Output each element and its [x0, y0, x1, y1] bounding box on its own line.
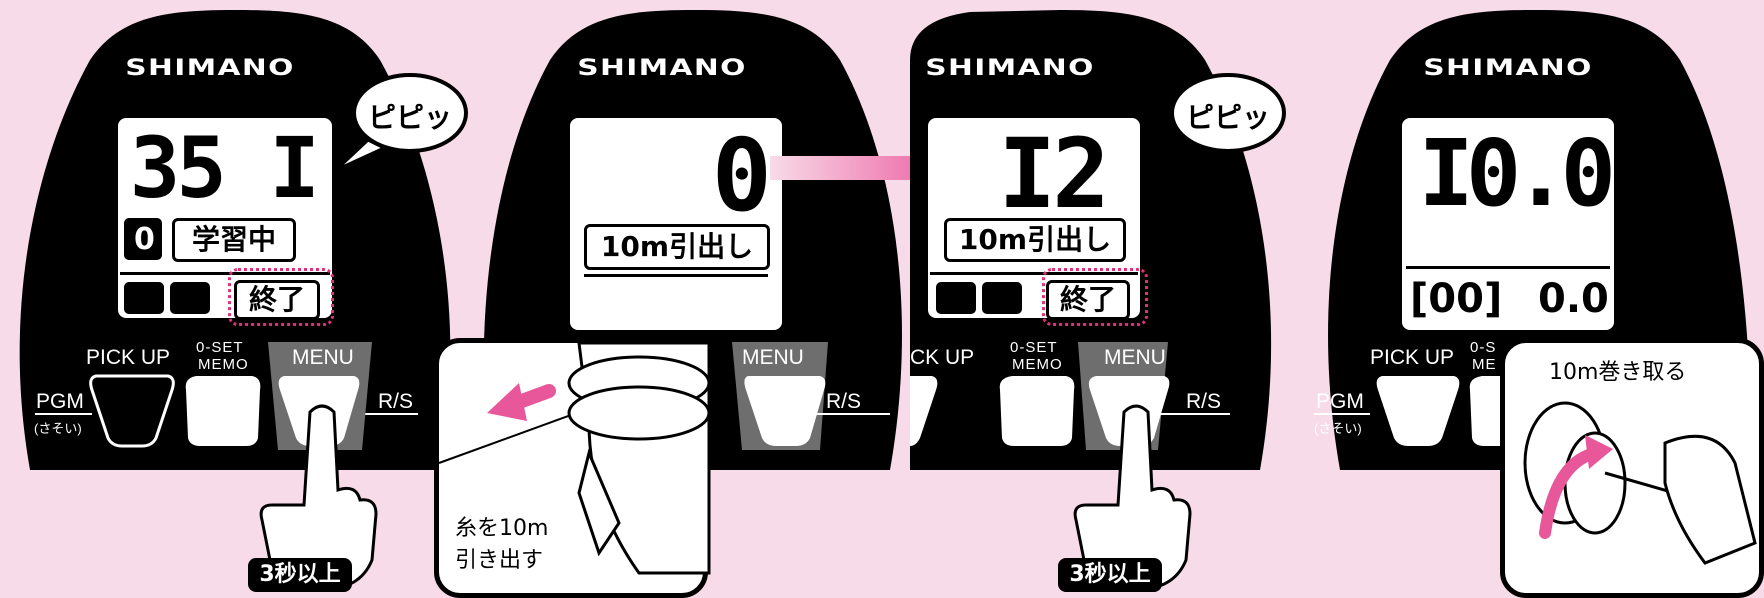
line-count-display: 35 I: [129, 119, 320, 217]
pull-out-instruction: 10m引出し: [944, 218, 1126, 262]
finger-press-icon: [259, 404, 378, 592]
line-count-display: I2: [998, 118, 1110, 230]
beep-bubble: ピピッ: [1185, 101, 1270, 134]
menu-label: MENU: [1104, 346, 1166, 369]
o-set-label: 0-S: [1470, 339, 1497, 356]
line-length-display: I0.0: [1418, 120, 1616, 227]
memo-label: MEMO: [198, 356, 249, 373]
lcd-screen: 35 I 0 学習中 終了: [118, 118, 332, 320]
hold-duration-tag: 3秒以上: [248, 558, 352, 592]
brand-logo: SHIMANO: [1423, 56, 1593, 81]
pgm-sub-label: (さそい): [34, 421, 82, 436]
pick-up-label: CK UP: [910, 346, 975, 369]
hold-duration-tag: 3秒以上: [1058, 558, 1162, 592]
lcd-screen: 0 10m引出し: [570, 118, 782, 330]
o-set-label: 0-SET: [1010, 339, 1058, 356]
reel-wind-illustration: [1523, 401, 1757, 565]
secondary-value: 0.0: [1538, 276, 1609, 322]
inset-caption-line2: 引き出す: [455, 548, 544, 573]
empty-slot: [982, 282, 1022, 314]
menu-label: MENU: [292, 346, 354, 369]
o-set-label: 0-SET: [196, 339, 244, 356]
learning-status: 学習中: [172, 218, 296, 262]
end-label: 終了: [1046, 280, 1130, 320]
pick-up-label: PICK UP: [86, 346, 171, 369]
memo-label: ME: [1472, 356, 1497, 373]
brand-logo: SHIMANO: [577, 56, 747, 81]
reel-pull-illustration: [438, 341, 711, 575]
lcd-screen: I2 10m引出し 終了: [928, 118, 1140, 320]
beep-bubble: ピピッ: [367, 101, 452, 134]
divider: [1406, 266, 1610, 269]
digit-indicator: 0: [124, 218, 162, 260]
brand-logo: SHIMANO: [925, 56, 1095, 81]
memo-value: [00]: [1410, 276, 1503, 322]
rs-label: R/S: [826, 390, 862, 413]
panel-step-1: SHIMANO 35 I 0 学習中 終了 ピピッ PICK UP 0-SET …: [0, 0, 470, 596]
memo-label: MEMO: [1012, 356, 1063, 373]
wind-line-inset: 10m巻き取る: [1500, 338, 1764, 598]
rs-label: R/S: [1186, 390, 1222, 413]
pull-out-instruction: 10m引出し: [584, 224, 770, 270]
inset-caption-line1: 糸を10m: [455, 516, 549, 541]
o-set-memo-button[interactable]: [185, 376, 261, 446]
end-label: 終了: [234, 280, 320, 320]
panel-step-3: SHIMANO I2 10m引出し 終了 ピピッ CK UP 0-SET MEM…: [910, 0, 1310, 596]
divider: [930, 272, 1138, 275]
pick-up-button[interactable]: [89, 374, 175, 448]
end-highlight: [1042, 268, 1148, 326]
wind-direction-arrow-icon: [1539, 435, 1613, 539]
empty-slot: [936, 282, 976, 314]
panel-step-4: SHIMANO I0.0 [00] 0.0 PICK UP 0-S ME PGM…: [1310, 0, 1764, 598]
divider: [120, 272, 330, 275]
pgm-label: PGM: [1316, 390, 1364, 413]
divider: [584, 274, 768, 277]
lcd-screen: I0.0 [00] 0.0: [1402, 118, 1616, 330]
pick-up-label: PICK UP: [1370, 346, 1455, 369]
brand-logo: SHIMANO: [125, 56, 295, 81]
rs-label: R/S: [378, 390, 414, 413]
line-count-display: 0: [711, 117, 772, 234]
empty-slot: [170, 282, 210, 314]
panel-step-2: SHIMANO 0 10m引出し MENU R/S 糸を10m 引き出す: [434, 0, 910, 598]
menu-label: MENU: [742, 346, 804, 369]
inset-caption: 10m巻き取る: [1549, 360, 1687, 385]
end-highlight: [228, 268, 334, 326]
finger-press-icon: [1073, 404, 1192, 592]
pgm-sub-label: (さそい): [1314, 421, 1362, 436]
pgm-label: PGM: [36, 390, 84, 413]
pull-line-inset: 糸を10m 引き出す: [434, 338, 711, 598]
pull-direction-arrow-icon: [487, 383, 556, 421]
empty-slot: [124, 282, 164, 314]
